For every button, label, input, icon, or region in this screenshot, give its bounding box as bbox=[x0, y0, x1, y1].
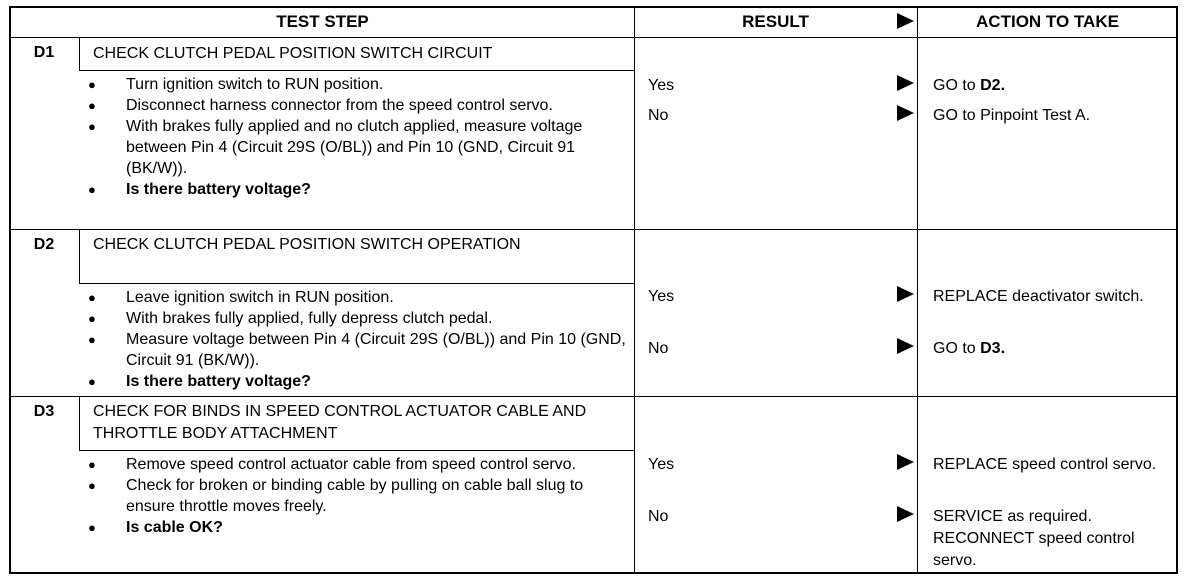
action-text: REPLACE speed control servo. bbox=[933, 456, 1157, 473]
bullet-item: Leave ignition switch in RUN position. bbox=[88, 287, 628, 308]
header-rule bbox=[11, 37, 1176, 38]
step-title: CHECK CLUTCH PEDAL POSITION SWITCH CIRCU… bbox=[93, 45, 493, 62]
step-title: CHECK FOR BINDS IN SPEED CONTROL ACTUATO… bbox=[93, 403, 587, 442]
bullet-item: Disconnect harness connector from the sp… bbox=[88, 95, 628, 116]
arrow-icon bbox=[897, 286, 914, 302]
step-id: D1 bbox=[33, 44, 55, 61]
result-yes: Yes bbox=[648, 456, 675, 473]
arrow-icon bbox=[897, 338, 914, 354]
bullet-item: Check for broken or binding cable by pul… bbox=[88, 475, 608, 517]
bullet-item: Is there battery voltage? bbox=[88, 371, 628, 392]
step-id: D2 bbox=[33, 236, 55, 253]
header-arrow-icon bbox=[897, 13, 914, 29]
arrow-icon bbox=[897, 506, 914, 522]
bullet-item: Measure voltage between Pin 4 (Circuit 2… bbox=[88, 329, 628, 371]
bullet-item: Remove speed control actuator cable from… bbox=[88, 454, 608, 475]
column-divider-action bbox=[917, 8, 918, 572]
bullet-item: Is cable OK? bbox=[88, 517, 608, 538]
action-text: SERVICE as required. RECONNECT speed con… bbox=[933, 508, 1135, 569]
step-id: D3 bbox=[33, 403, 55, 420]
step-rule bbox=[11, 396, 1176, 397]
step-bullets: Leave ignition switch in RUN position. W… bbox=[88, 287, 628, 392]
action-text: GO to D2. bbox=[933, 77, 1006, 94]
column-divider-result bbox=[634, 8, 635, 572]
step-bullets: Remove speed control actuator cable from… bbox=[88, 454, 608, 538]
arrow-icon bbox=[897, 105, 914, 121]
bullet-item: Turn ignition switch to RUN position. bbox=[88, 74, 628, 95]
step-rule bbox=[11, 229, 1176, 230]
result-no: No bbox=[648, 340, 669, 357]
result-yes: Yes bbox=[648, 77, 675, 94]
test-table: TEST STEP RESULT ACTION TO TAKE D1 CHECK… bbox=[9, 6, 1178, 574]
step-bullets: Turn ignition switch to RUN position. Di… bbox=[88, 74, 628, 200]
action-text: GO to D3. bbox=[933, 340, 1006, 357]
step-title: CHECK CLUTCH PEDAL POSITION SWITCH OPERA… bbox=[93, 236, 521, 253]
result-yes: Yes bbox=[648, 288, 675, 305]
action-text: GO to Pinpoint Test A. bbox=[933, 107, 1091, 124]
arrow-icon bbox=[897, 454, 914, 470]
bullet-item: With brakes fully applied, fully depress… bbox=[88, 308, 628, 329]
header-test-step: TEST STEP bbox=[276, 12, 369, 31]
bullet-item: Is there battery voltage? bbox=[88, 179, 628, 200]
arrow-icon bbox=[897, 75, 914, 91]
action-text: REPLACE deactivator switch. bbox=[933, 288, 1144, 305]
header-action: ACTION TO TAKE bbox=[976, 12, 1119, 31]
result-no: No bbox=[648, 508, 669, 525]
bullet-item: With brakes fully applied and no clutch … bbox=[88, 116, 628, 179]
result-no: No bbox=[648, 107, 669, 124]
header-result: RESULT bbox=[742, 12, 809, 31]
